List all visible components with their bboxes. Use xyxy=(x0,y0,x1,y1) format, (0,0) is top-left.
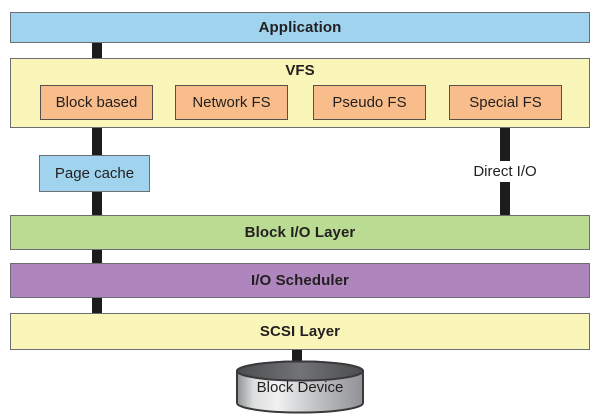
page-cache-box: Page cache xyxy=(39,155,150,192)
vfs-layer: VFS Block based Network FS Pseudo FS Spe… xyxy=(10,58,590,128)
page-cache-label: Page cache xyxy=(54,165,135,182)
application-label: Application xyxy=(258,19,342,36)
connector-blockio-scheduler xyxy=(92,246,102,268)
fs-box-network-fs-label: Network FS xyxy=(192,94,271,111)
fs-box-network-fs: Network FS xyxy=(175,85,288,120)
fs-box-block-based: Block based xyxy=(40,85,153,120)
connector-scheduler-scsi xyxy=(92,294,102,318)
block-device-label: Block Device xyxy=(256,379,344,396)
fs-box-pseudo-fs: Pseudo FS xyxy=(313,85,426,120)
fs-box-special-fs-label: Special FS xyxy=(469,94,542,111)
io-scheduler-label: I/O Scheduler xyxy=(251,272,349,289)
cylinder-icon xyxy=(236,360,364,414)
block-io-layer: Block I/O Layer xyxy=(10,215,590,250)
direct-io-label: Direct I/O xyxy=(466,161,544,182)
connector-scsi-device xyxy=(292,346,302,368)
application-layer: Application xyxy=(10,12,590,43)
vfs-label: VFS xyxy=(285,62,315,79)
io-scheduler-layer: I/O Scheduler xyxy=(10,263,590,298)
block-device-cylinder xyxy=(235,356,365,415)
scsi-label: SCSI Layer xyxy=(259,323,341,340)
fs-box-special-fs: Special FS xyxy=(449,85,562,120)
connector-application-vfs xyxy=(92,38,102,66)
fs-box-pseudo-fs-label: Pseudo FS xyxy=(332,94,407,111)
block-io-label: Block I/O Layer xyxy=(244,224,356,241)
fs-box-block-based-label: Block based xyxy=(55,94,138,111)
scsi-layer: SCSI Layer xyxy=(10,313,590,350)
